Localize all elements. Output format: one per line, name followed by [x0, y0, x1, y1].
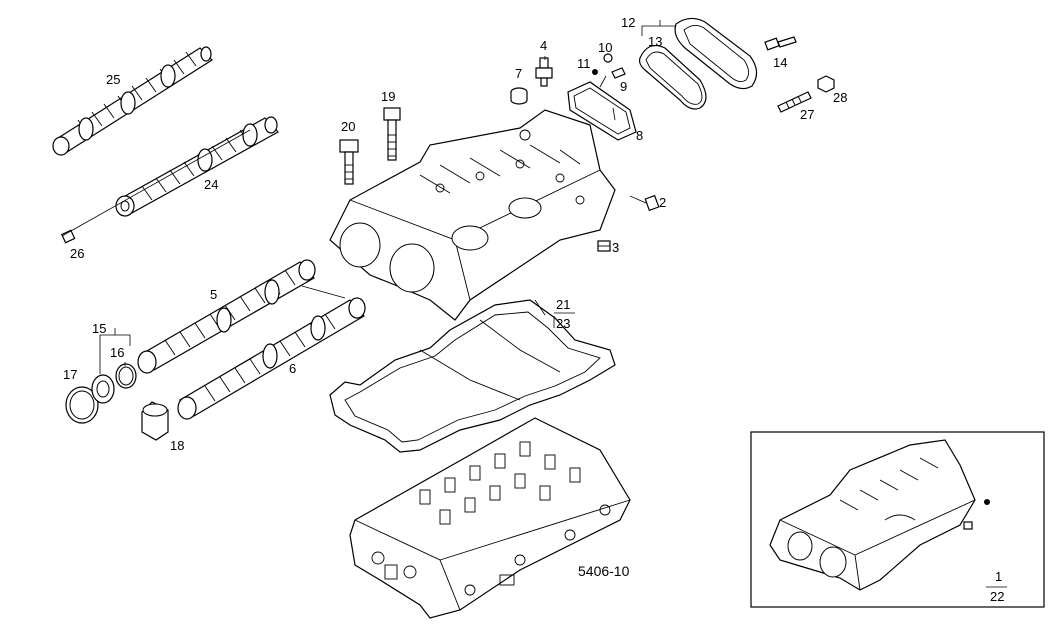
cap-7[interactable]	[510, 87, 528, 105]
assembly-inset[interactable]	[750, 431, 1045, 608]
callout-14: 14	[773, 55, 787, 70]
camshaft-6[interactable]	[177, 297, 366, 420]
callout-28: 28	[833, 90, 847, 105]
fitting-4[interactable]	[535, 57, 553, 87]
seal-ring-17[interactable]	[65, 386, 99, 424]
gasket-13[interactable]	[638, 45, 707, 110]
callout-19: 19	[381, 89, 395, 104]
gasket-21-23[interactable]	[329, 299, 616, 453]
callout-13: 13	[648, 34, 662, 49]
cover-12[interactable]	[674, 17, 758, 90]
callout-2: 2	[659, 195, 666, 210]
callout-17: 17	[63, 367, 77, 382]
nut-3[interactable]	[597, 240, 611, 252]
callout-4: 4	[540, 38, 547, 53]
cylinder-head[interactable]	[349, 417, 631, 619]
callout-6: 6	[289, 361, 296, 376]
callout-16: 16	[110, 345, 124, 360]
washer-11[interactable]	[592, 69, 598, 75]
callout-25: 25	[106, 72, 120, 87]
stud-27[interactable]	[777, 91, 812, 113]
plug-2[interactable]	[644, 194, 660, 212]
callout-10: 10	[598, 40, 612, 55]
callout-18: 18	[170, 438, 184, 453]
callout-1: 1	[995, 569, 1002, 584]
camshaft-25[interactable]	[52, 46, 213, 156]
camshaft-24[interactable]	[115, 116, 279, 217]
callout-12: 12	[621, 15, 635, 30]
nut-28[interactable]	[817, 75, 835, 93]
callout-5: 5	[210, 287, 217, 302]
camshaft-5[interactable]	[137, 259, 316, 374]
callout-21: 21	[556, 297, 570, 312]
drawing-code: 5406-10	[578, 563, 630, 579]
bearing-15[interactable]	[91, 374, 115, 404]
bolt-10[interactable]	[603, 53, 613, 63]
callout-20: 20	[341, 119, 355, 134]
callout-26: 26	[70, 246, 84, 261]
part-26-plug[interactable]	[60, 229, 76, 244]
bolt-19[interactable]	[383, 107, 401, 161]
cover-plate-8[interactable]	[567, 81, 637, 141]
callout-7: 7	[515, 66, 522, 81]
callout-11: 11	[577, 56, 591, 71]
bolt-14[interactable]	[764, 36, 797, 51]
callout-8: 8	[636, 128, 643, 143]
callout-3: 3	[612, 240, 619, 255]
callout-24: 24	[204, 177, 218, 192]
screw-9[interactable]	[611, 67, 626, 79]
callout-15: 15	[92, 321, 106, 336]
camshaft-housing[interactable]	[329, 109, 616, 321]
bolt-20[interactable]	[339, 139, 359, 185]
callout-labels: 25 24 26 5 6 15 16 17 18 19 20 4 7 10 11…	[63, 15, 1004, 604]
bearing-18[interactable]	[141, 401, 169, 441]
callout-9: 9	[620, 79, 627, 94]
leader-lines	[61, 20, 675, 374]
callout-27: 27	[800, 107, 814, 122]
o-ring-16[interactable]	[115, 363, 137, 389]
callout-23: 23	[556, 316, 570, 331]
callout-22: 22	[990, 589, 1004, 604]
